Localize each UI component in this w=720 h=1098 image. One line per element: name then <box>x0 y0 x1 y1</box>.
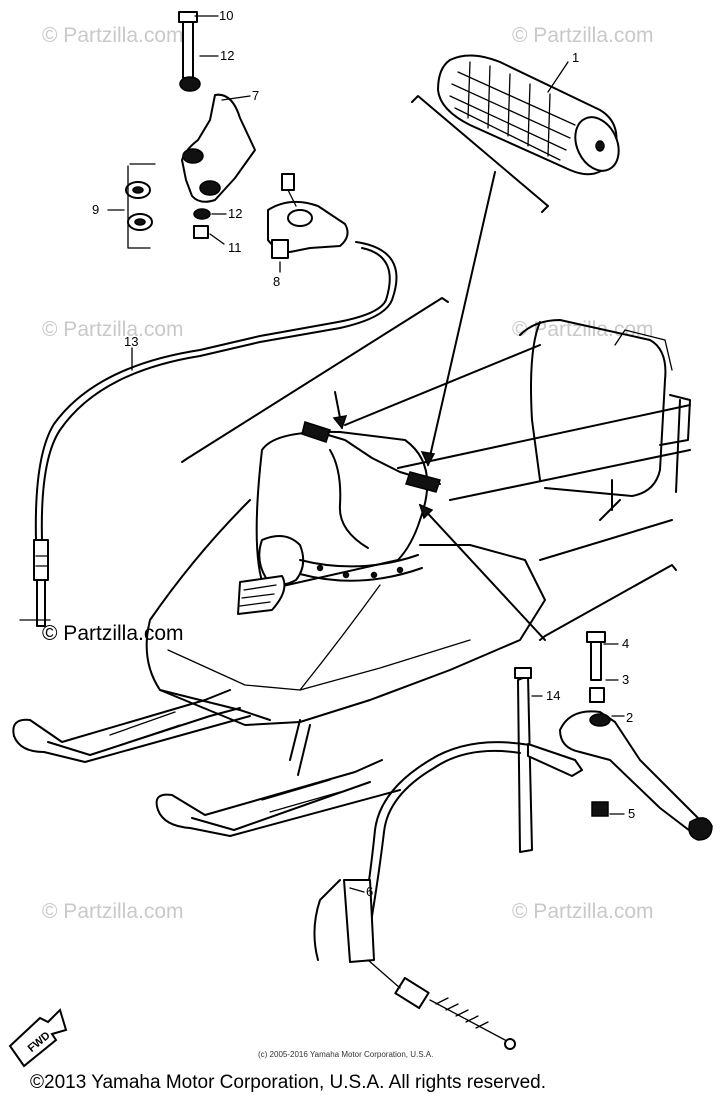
watermark: © Partzilla.com <box>42 24 184 47</box>
watermark-main: © Partzilla.com <box>42 622 184 645</box>
callout-6: 6 <box>366 884 373 899</box>
watermarks: © Partzilla.com © Partzilla.com © Partzi… <box>42 24 654 923</box>
small-copyright: (c) 2005-2016 Yamaha Motor Corporation, … <box>258 1050 433 1059</box>
snowmobile-body <box>12 171 691 837</box>
callout-3: 3 <box>622 672 629 687</box>
callout-12: 12 <box>220 48 234 63</box>
fwd-arrow-icon: FWD <box>8 1008 68 1068</box>
brake-lever-parts <box>313 503 713 1050</box>
callout-14: 14 <box>546 688 560 703</box>
watermark: © Partzilla.com <box>42 900 184 923</box>
watermark: © Partzilla.com <box>42 318 184 341</box>
grip-part <box>411 54 620 213</box>
callout-7: 7 <box>252 88 259 103</box>
callout-10: 10 <box>219 8 233 23</box>
watermark: © Partzilla.com <box>512 318 654 341</box>
throttle-cable <box>19 241 449 627</box>
callout-1: 1 <box>572 50 579 65</box>
callout-5: 5 <box>628 806 635 821</box>
callout-11: 11 <box>228 240 242 255</box>
callout-2: 2 <box>626 710 633 725</box>
callout-leaders <box>107 15 625 893</box>
copyright-line: ©2013 Yamaha Motor Corporation, U.S.A. A… <box>30 1072 546 1093</box>
callout-8: 8 <box>273 274 280 289</box>
callout-9: 9 <box>92 202 99 217</box>
callout-4: 4 <box>622 636 629 651</box>
watermark: © Partzilla.com <box>512 900 654 923</box>
callout-labels: 1 2 3 4 5 6 7 8 9 10 11 12 12 13 14 <box>92 8 635 899</box>
throttle-upper-parts <box>125 11 349 259</box>
callout-12: 12 <box>228 206 242 221</box>
callout-13: 13 <box>124 334 138 349</box>
watermark: © Partzilla.com <box>512 24 654 47</box>
